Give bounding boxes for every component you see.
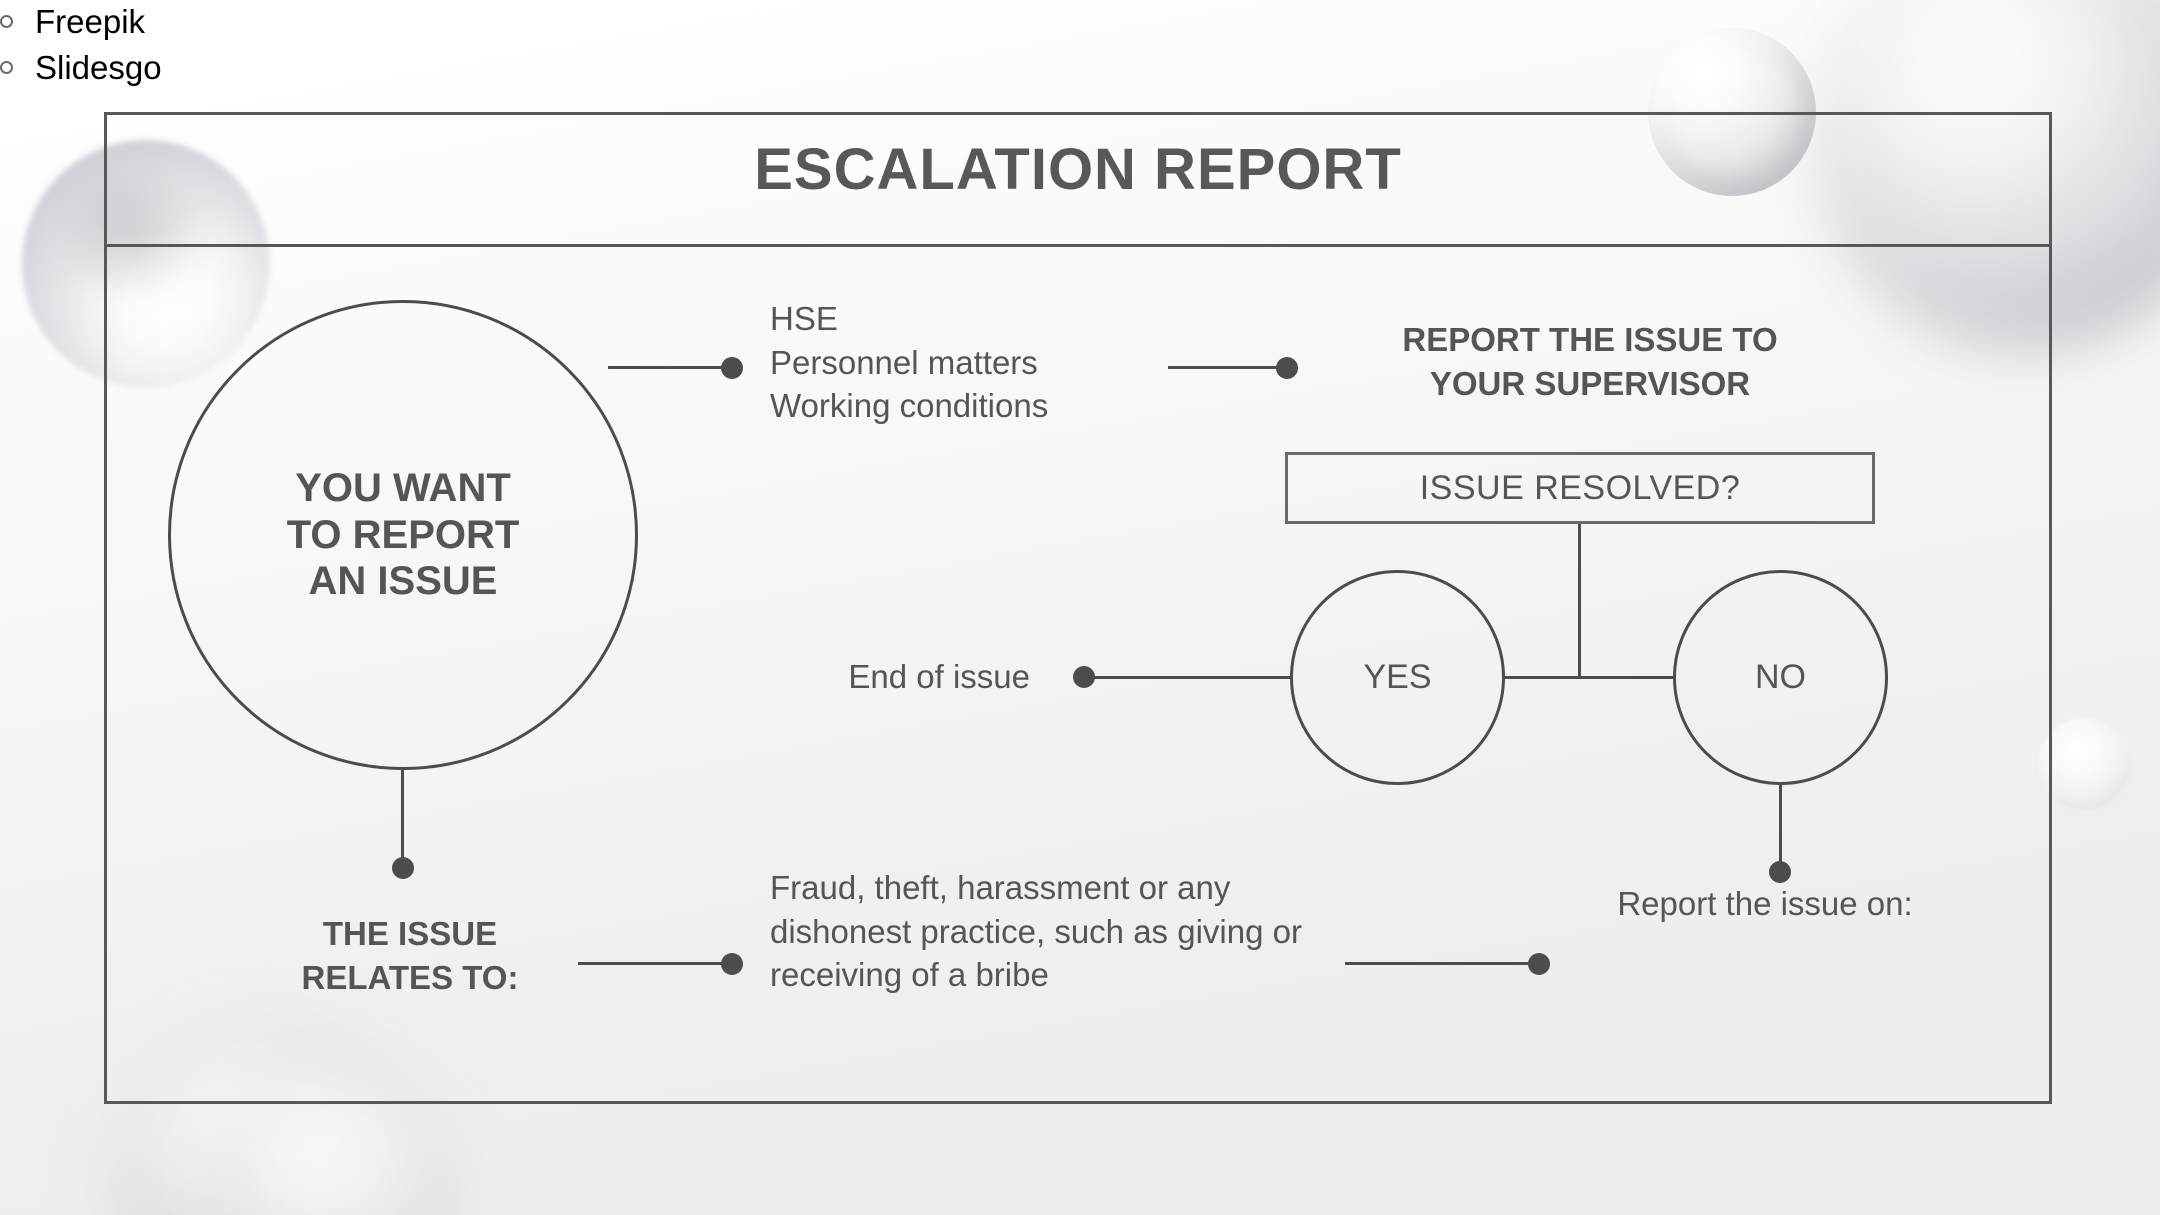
- connector-dot-relates-to: [392, 857, 414, 879]
- list-item[interactable]: Freepik: [0, 0, 420, 44]
- connector-yes-to-end: [1085, 676, 1290, 679]
- list-item[interactable]: Slidesgo: [0, 46, 420, 90]
- node-start-line-2: TO REPORT: [286, 512, 520, 557]
- text-end-of-issue: End of issue: [848, 658, 1030, 695]
- node-no-label: NO: [1755, 658, 1806, 696]
- node-no: NO: [1673, 570, 1888, 785]
- connector-dot-supervisor: [1276, 357, 1298, 379]
- supervisor-line-2: YOUR SUPERVISOR: [1429, 364, 1751, 402]
- connector-decision-down: [1578, 524, 1581, 678]
- connector-no-down: [1779, 785, 1782, 877]
- page-title: ESCALATION REPORT: [754, 137, 1402, 202]
- relates-line-2: RELATES TO:: [301, 958, 519, 996]
- text-issue-description: Fraud, theft, harassment or any dishones…: [770, 869, 1302, 994]
- list-item-label: Freepik: [35, 3, 146, 40]
- connector-categories-to-supervisor: [1168, 366, 1288, 369]
- node-start-line-1: YOU WANT: [295, 465, 511, 510]
- bullet-circle-icon: [0, 60, 13, 74]
- node-issue-resolved: ISSUE RESOLVED?: [1285, 452, 1875, 524]
- connector-dot-description: [721, 953, 743, 975]
- connector-start-down: [401, 768, 404, 866]
- node-start-label: YOU WANT TO REPORT AN ISSUE: [287, 465, 520, 605]
- relates-line-1: THE ISSUE: [322, 915, 498, 952]
- node-yes-label: YES: [1363, 658, 1432, 696]
- list-report-channels: Freepik Slidesgo: [0, 0, 420, 89]
- node-start-line-3: AN ISSUE: [308, 559, 498, 604]
- text-categories: HSE Personnel matters Working conditions: [770, 297, 1190, 428]
- bullet-circle-icon: [0, 15, 13, 29]
- connector-relates-to-description: [578, 962, 733, 965]
- connector-dot-categories: [721, 357, 743, 379]
- category-working-conditions: Working conditions: [770, 387, 1049, 425]
- list-item-label: Slidesgo: [35, 48, 162, 86]
- text-report-to-supervisor: REPORT THE ISSUE TO YOUR SUPERVISOR: [1340, 318, 1840, 405]
- connector-dot-end-of-issue: [1073, 666, 1095, 688]
- connector-decision-to-no: [1503, 676, 1675, 679]
- node-issue-resolved-label: ISSUE RESOLVED?: [1419, 468, 1741, 507]
- supervisor-line-1: REPORT THE ISSUE TO: [1402, 321, 1778, 358]
- text-issue-relates-to: THE ISSUE RELATES TO:: [260, 912, 560, 999]
- connector-description-to-report-on: [1345, 962, 1540, 965]
- category-personnel-matters: Personnel matters: [770, 343, 1038, 381]
- category-hse: HSE: [770, 300, 838, 337]
- content-frame: [104, 112, 2052, 1104]
- node-yes: YES: [1290, 570, 1505, 785]
- node-start: YOU WANT TO REPORT AN ISSUE: [168, 300, 638, 770]
- connector-start-to-categories: [608, 366, 733, 369]
- connector-dot-report-on: [1769, 861, 1791, 883]
- connector-dot-report-channels: [1528, 953, 1550, 975]
- text-report-on-title: Report the issue on:: [1617, 885, 1913, 922]
- title-divider: [104, 244, 2052, 247]
